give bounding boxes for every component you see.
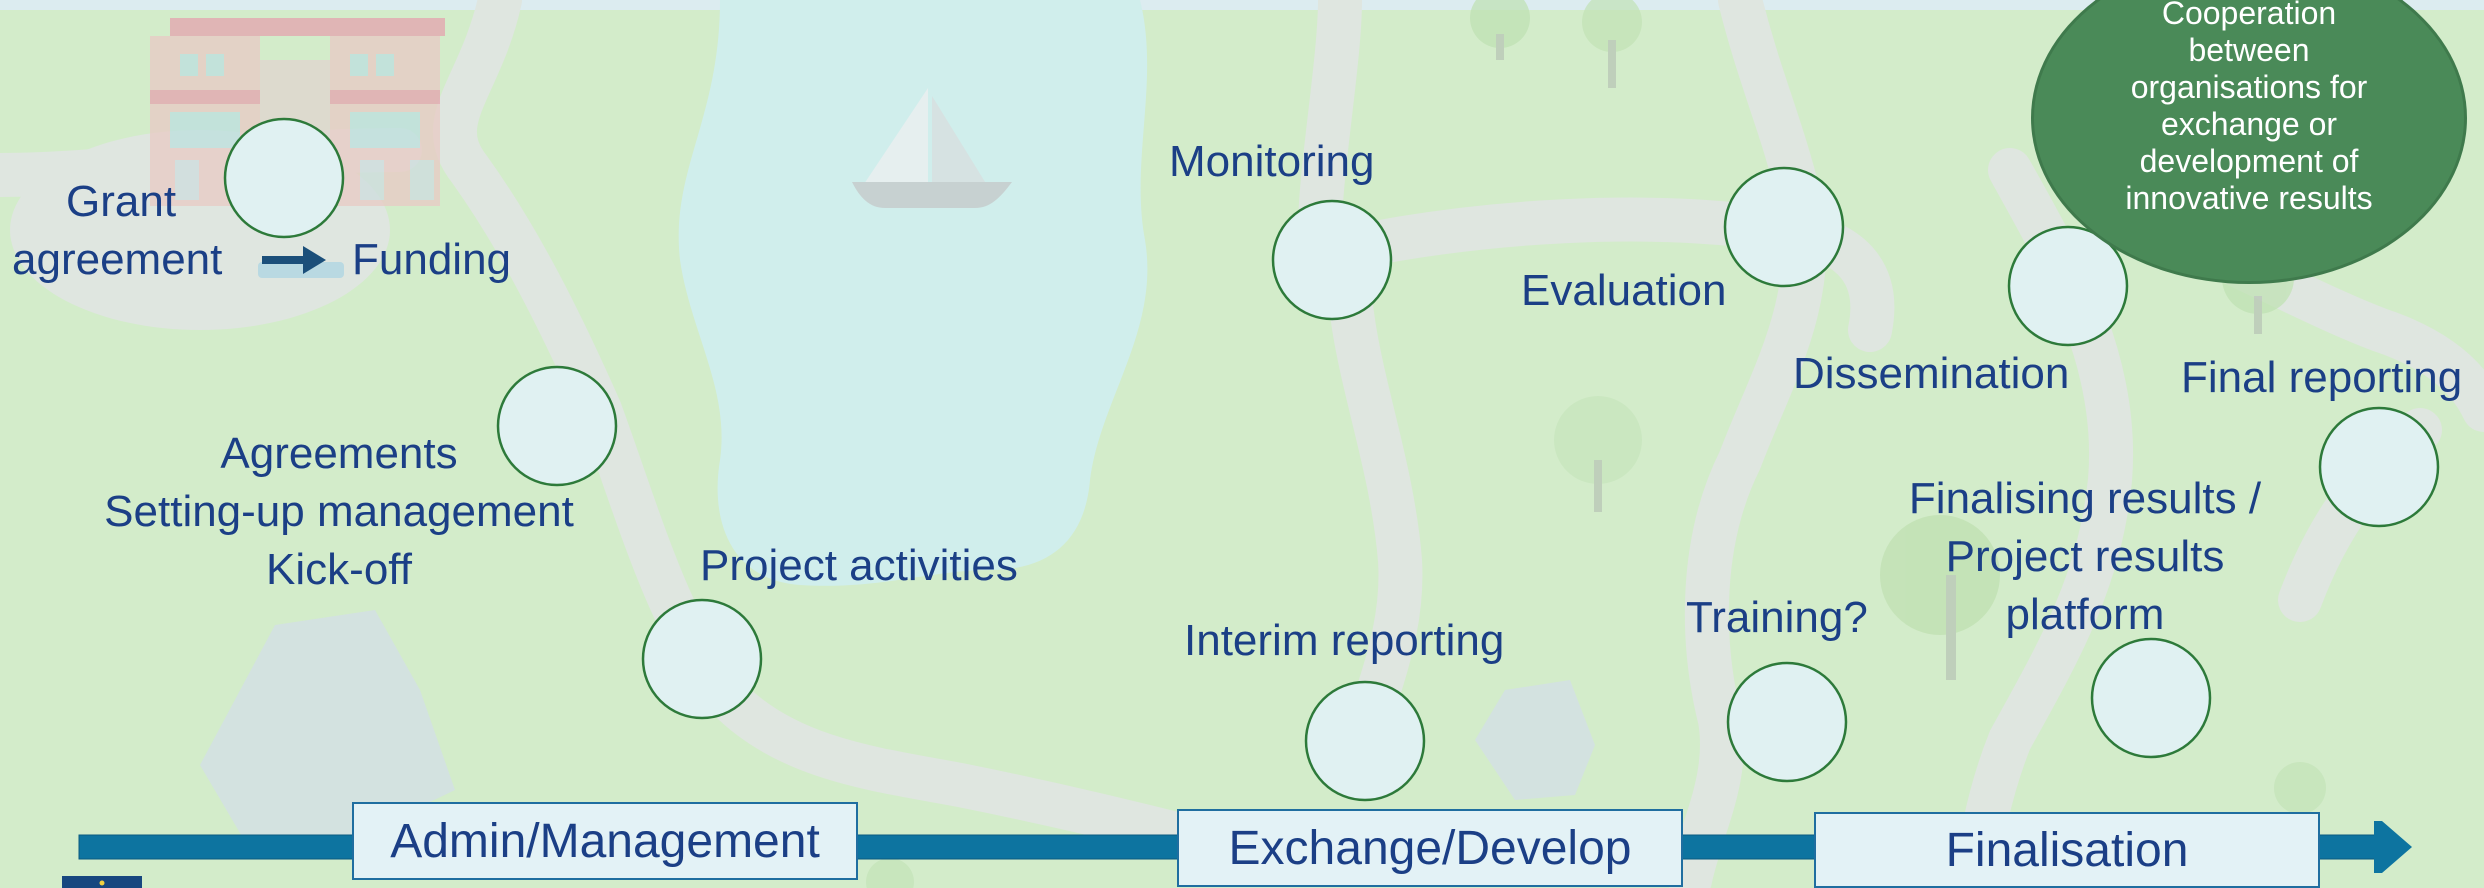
stage-admin-management: Admin/Management (352, 802, 858, 880)
label-project-activities: Project activities (700, 541, 1018, 590)
milestone-dissemination (2007, 225, 2129, 347)
label-evaluation: Evaluation (1521, 266, 1727, 315)
label-agreements-line1: Agreements (220, 429, 458, 478)
milestone-agreements (496, 365, 618, 487)
milestone-evaluation (1723, 166, 1845, 288)
bubble-line-2: between (2188, 32, 2310, 68)
rock-icon (200, 610, 455, 850)
label-interim-reporting: Interim reporting (1184, 616, 1505, 665)
label-finalising-line2: Project results (1945, 532, 2225, 581)
milestone-grant-funding (223, 117, 345, 239)
milestone-training (1726, 661, 1848, 783)
label-monitoring: Monitoring (1169, 137, 1375, 186)
lake (678, 0, 1148, 586)
label-agreements-line2: Setting-up management (104, 487, 574, 536)
arrow-right-icon (262, 246, 326, 274)
label-funding: Funding (352, 235, 512, 284)
bubble-line-5: development of (2139, 143, 2359, 179)
milestone-interim-reporting (1304, 680, 1426, 802)
milestone-monitoring (1271, 199, 1393, 321)
bubble-line-1: Cooperation (2161, 0, 2337, 31)
stage-finalisation: Finalisation (1814, 812, 2320, 888)
rock-icon (1475, 680, 1595, 800)
label-training: Training? (1686, 593, 1868, 642)
label-grant-line1: Grant (66, 177, 177, 226)
label-finalising-line1: Finalising results / (1908, 474, 2262, 523)
top-strip (0, 0, 2484, 10)
cooperation-bubble: Cooperation between organisations for ex… (2034, 0, 2464, 281)
sailboat-icon (852, 88, 1012, 208)
label-agreements-line3: Kick-off (266, 545, 412, 594)
label-finalising-line3: platform (2005, 590, 2165, 639)
bubble-line-6: innovative results (2125, 180, 2373, 216)
dock (258, 262, 344, 278)
milestone-project-activities (641, 598, 763, 720)
label-dissemination: Dissemination (1793, 349, 2070, 398)
label-grant-line2: agreement (12, 235, 223, 284)
milestone-finalising (2090, 637, 2212, 759)
milestone-final-reporting (2318, 406, 2440, 528)
eu-flag-icon (62, 876, 142, 888)
stage-exchange-develop: Exchange/Develop (1177, 809, 1683, 887)
bubble-line-4: exchange or (2160, 106, 2338, 142)
milestones (223, 117, 2440, 802)
label-final-reporting: Final reporting (2181, 353, 2463, 402)
bubble-line-3: organisations for (2130, 69, 2368, 105)
